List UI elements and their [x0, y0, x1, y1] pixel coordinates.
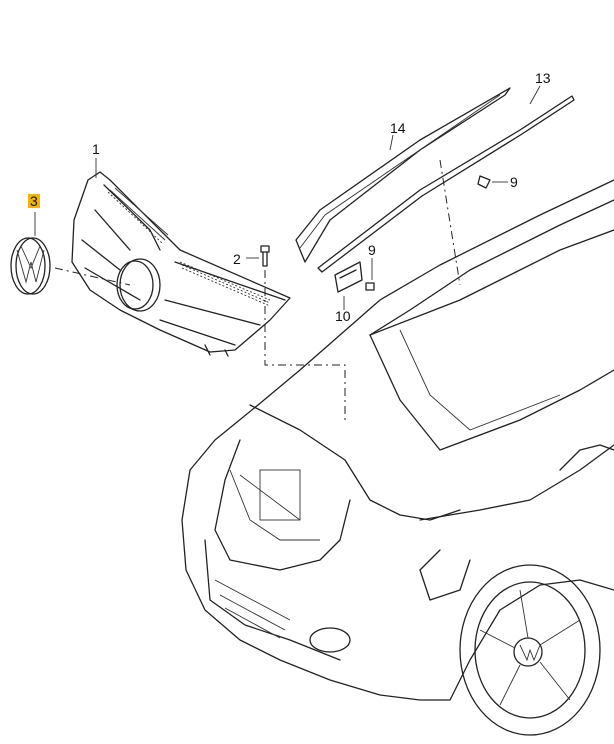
clip-part[interactable] — [477, 175, 491, 189]
bracket-part[interactable] — [334, 261, 363, 293]
wheel — [459, 564, 601, 736]
callout-clip-upper: 9 — [510, 174, 518, 190]
screw-part[interactable] — [260, 245, 270, 267]
grille-part[interactable] — [71, 171, 291, 357]
trim-strip-13[interactable] — [317, 95, 575, 273]
callout-trim-strip-inner: 14 — [390, 120, 406, 136]
callout-clip-lower: 9 — [368, 242, 376, 258]
trim-strip-14[interactable] — [295, 87, 511, 263]
callout-trim-strip-outer: 13 — [535, 70, 551, 86]
callout-grille: 1 — [92, 141, 100, 157]
callout-bracket: 10 — [335, 308, 351, 324]
callout-screw: 2 — [233, 251, 241, 267]
callout-emblem-highlighted[interactable]: 3 — [28, 193, 40, 209]
car-body — [181, 179, 614, 701]
clip-part-lower[interactable] — [365, 282, 375, 291]
emblem-part[interactable] — [10, 237, 51, 295]
